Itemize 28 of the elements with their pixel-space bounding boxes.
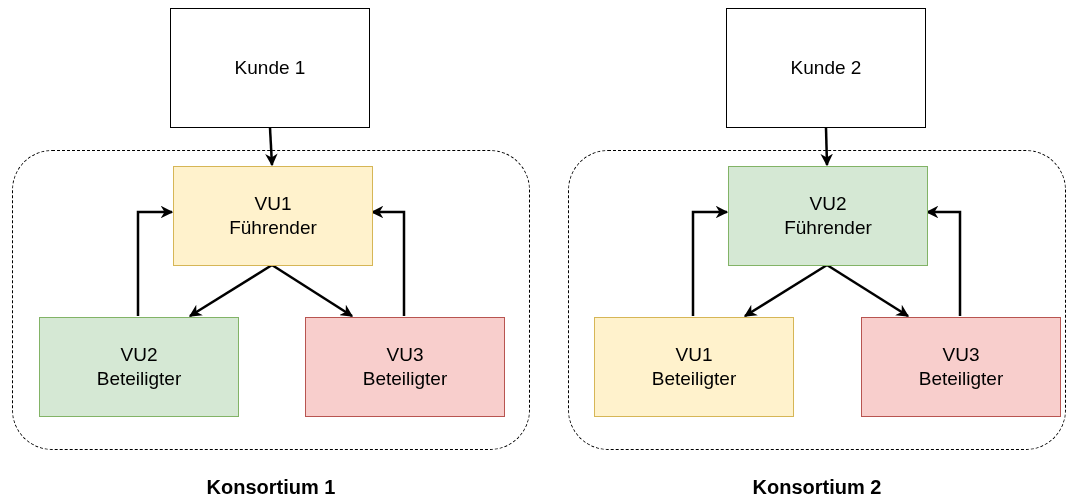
box-label: Beteiligter [651,367,737,391]
box-label: Beteiligter [362,367,448,391]
box-label: VU1 [254,192,292,216]
arrow [820,127,833,167]
box-label: Beteiligter [96,367,182,391]
box-label: VU1 [675,343,713,367]
box-label: Kunde 1 [234,56,306,80]
box-label: VU2 [809,192,847,216]
process-box [728,166,928,266]
process-box [305,317,505,417]
box-label: Führender [229,216,317,240]
box-label: VU3 [386,343,424,367]
process-box [170,8,370,128]
box-label: Kunde 2 [790,56,862,80]
box-label: Führender [784,216,872,240]
box-label: Beteiligter [918,367,1004,391]
process-box [594,317,794,417]
arrow [265,127,278,167]
process-box [861,317,1061,417]
box-label: VU2 [120,343,158,367]
process-box [173,166,373,266]
arrow [136,205,174,316]
process-box [726,8,926,128]
group-title: Konsortium 2 [751,476,883,495]
arrow [691,205,729,316]
group-title: Konsortium 1 [205,476,337,495]
box-label: VU3 [942,343,980,367]
process-box [39,317,239,417]
